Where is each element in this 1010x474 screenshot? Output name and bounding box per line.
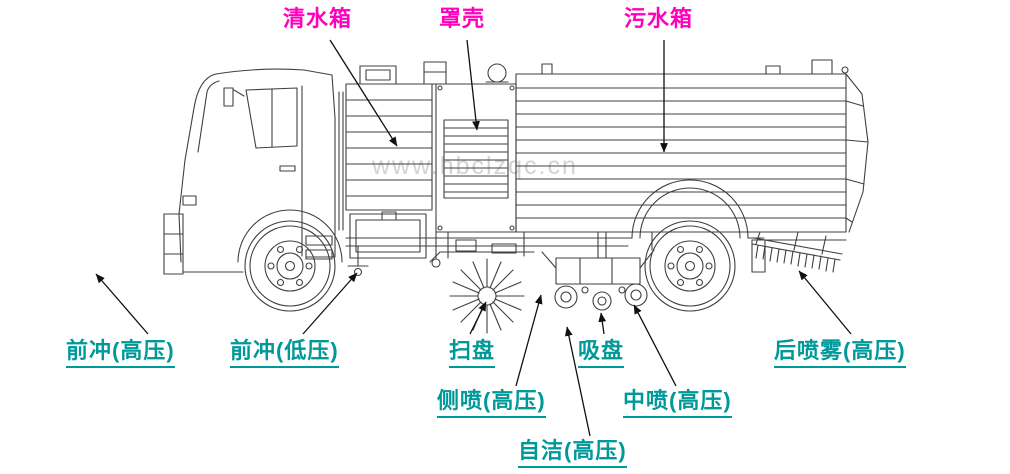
housing-cover-panel xyxy=(435,63,517,233)
arrow-sweep-disc xyxy=(469,301,487,335)
arrow-self-clean xyxy=(564,326,591,437)
suction-assembly xyxy=(541,231,655,311)
label-sewage-tank: 污水箱 xyxy=(624,6,694,31)
chassis-frame xyxy=(345,237,847,247)
side-toolbox xyxy=(349,211,427,259)
arrow-rear-spray xyxy=(798,270,852,335)
rear-wheel xyxy=(644,220,736,312)
label-self-clean-high: 自洁(高压) xyxy=(518,438,627,469)
arrow-clean-water-tank xyxy=(329,39,398,147)
label-suction-disc: 吸盘 xyxy=(578,338,625,369)
arrow-housing-cover xyxy=(466,39,480,131)
arrow-front-flush-high xyxy=(95,273,149,335)
label-housing-cover: 罩壳 xyxy=(439,6,486,31)
label-clean-water-tank: 清水箱 xyxy=(283,6,353,31)
sweep-disc-brush xyxy=(429,231,535,334)
clean-water-tank-body xyxy=(345,61,447,211)
label-middle-spray-high: 中喷(高压) xyxy=(623,388,732,419)
label-sweep-disc: 扫盘 xyxy=(449,338,496,369)
sewage-tank-body xyxy=(515,59,869,233)
cab-body-gap xyxy=(338,91,344,231)
label-rear-spray-high: 后喷雾(高压) xyxy=(774,338,906,369)
arrow-suction-disc xyxy=(598,312,607,335)
arrow-front-flush-low xyxy=(302,272,358,335)
label-front-flush-high: 前冲(高压) xyxy=(66,338,175,369)
front-wheel xyxy=(244,220,336,312)
truck-cab xyxy=(178,68,343,273)
front-low-pressure-nozzle xyxy=(347,245,369,277)
arrow-side-spray xyxy=(515,294,543,387)
label-front-flush-low: 前冲(低压) xyxy=(230,338,339,369)
rear-spray-bar xyxy=(751,231,843,273)
arrow-middle-spray xyxy=(633,304,677,387)
front-bumper xyxy=(163,213,184,275)
label-side-spray-high: 侧喷(高压) xyxy=(437,388,546,419)
